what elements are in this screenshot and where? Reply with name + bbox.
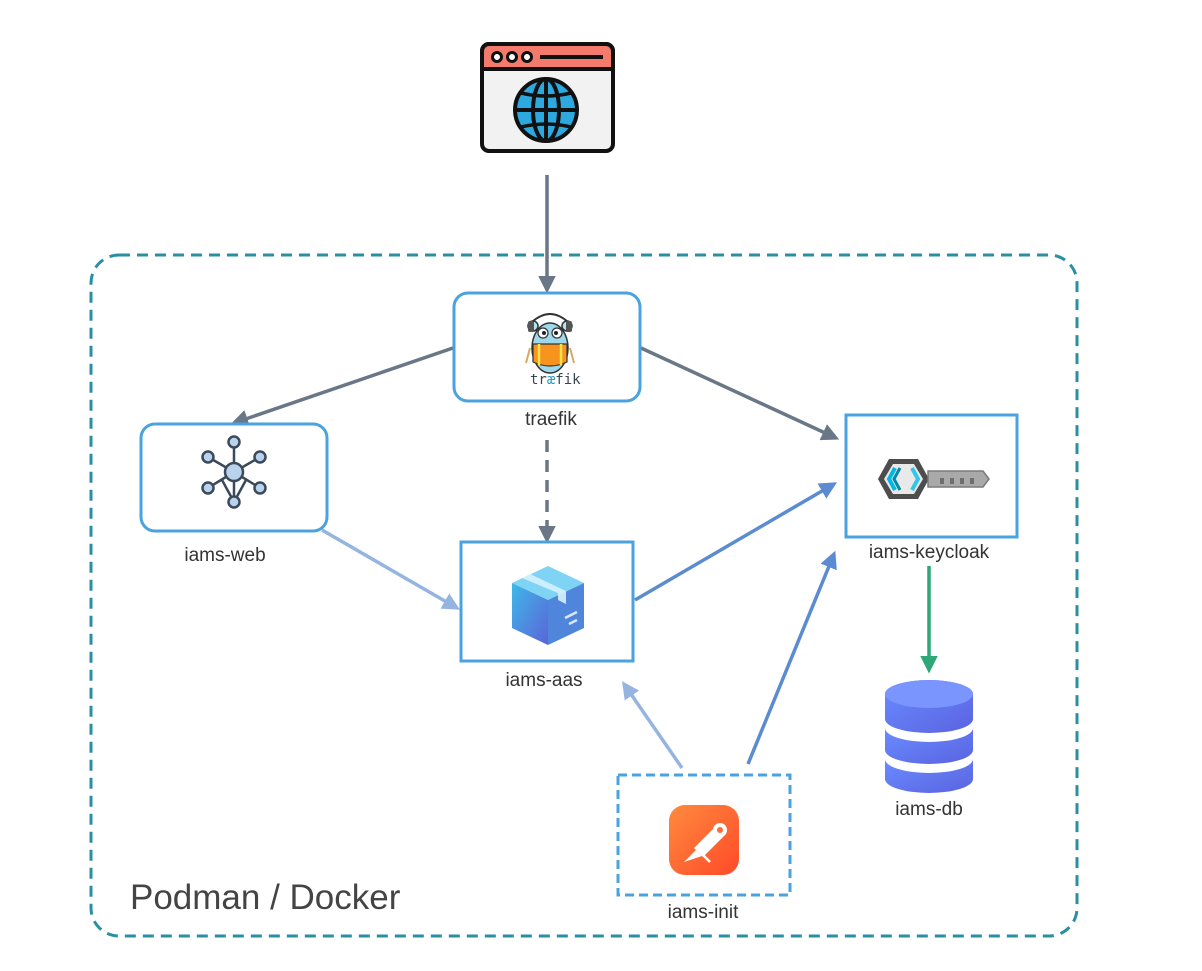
edge-aas-keycloak: [634, 482, 838, 602]
database-icon: [885, 680, 973, 793]
iams-keycloak-label: iams-keycloak: [869, 542, 990, 563]
traefik-label: traefik: [525, 409, 577, 430]
edge-init-keycloak: [746, 550, 837, 765]
edge-web-aas: [321, 528, 461, 610]
keycloak-key-icon: [878, 459, 990, 499]
package-box-icon: [512, 566, 584, 645]
container-label: Podman / Docker: [130, 878, 401, 917]
edge-traefik-web: [230, 346, 454, 427]
iams-db-label: iams-db: [895, 799, 963, 820]
edge-traefik-keycloak: [640, 346, 840, 441]
podman-docker-container: [89, 253, 1079, 938]
network-hub-icon: [201, 435, 267, 509]
traefik-gopher-icon: [525, 313, 575, 374]
postman-icon: [669, 805, 739, 875]
browser-globe-icon: [480, 42, 615, 153]
traefik-logo-text: træfik: [530, 372, 581, 388]
edge-init-aas: [622, 681, 684, 769]
iams-web-label: iams-web: [184, 545, 265, 566]
iams-aas-label: iams-aas: [505, 670, 582, 691]
iams-init-label: iams-init: [668, 902, 739, 923]
